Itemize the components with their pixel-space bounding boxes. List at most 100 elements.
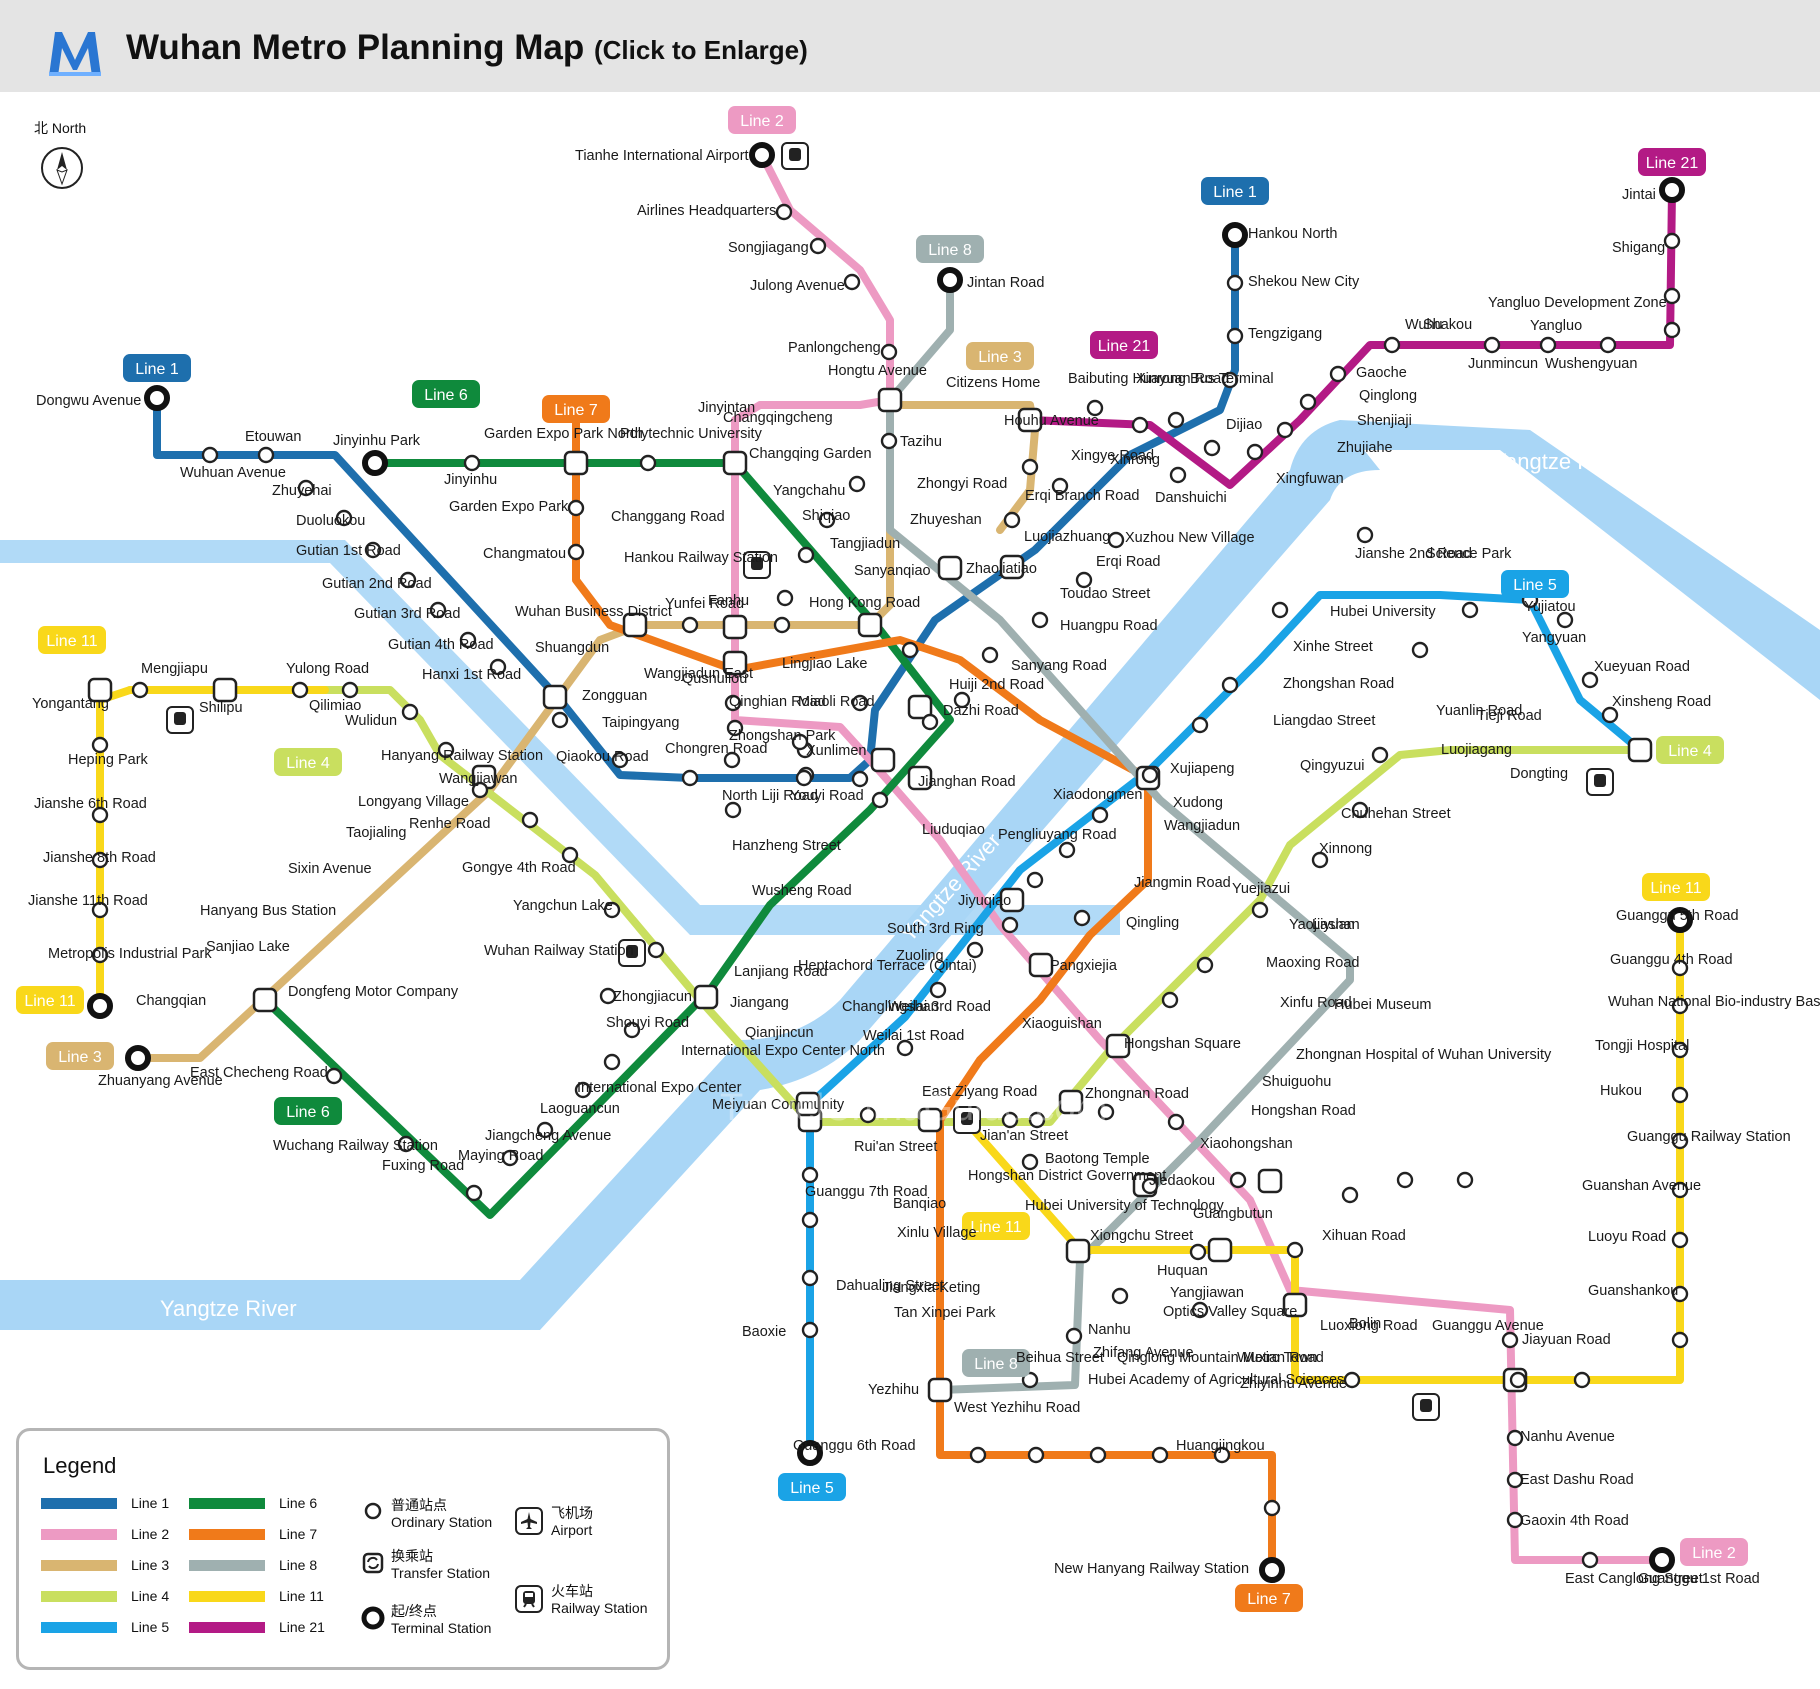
station-label[interactable]: Gaoxin 4th Road [1520, 1513, 1629, 1529]
station-label[interactable]: Hongshan Road [1251, 1103, 1356, 1119]
station-label[interactable]: Shuangdun [535, 640, 609, 656]
ordinary-station[interactable] [981, 646, 999, 664]
station-label[interactable]: Nanhu Avenue [1520, 1429, 1615, 1445]
ordinary-station[interactable] [901, 641, 919, 659]
station-label[interactable]: Guanggu 4th Road [1610, 952, 1733, 968]
station-label[interactable]: Hanzheng Street [732, 838, 841, 854]
station-label[interactable]: Chongren Road [665, 741, 767, 757]
ordinary-station[interactable] [1026, 871, 1044, 889]
ordinary-station[interactable] [1263, 1499, 1281, 1517]
station-label[interactable]: Gaoche [1356, 365, 1407, 381]
ordinary-station[interactable] [1501, 1331, 1519, 1349]
ordinary-station[interactable] [1151, 1446, 1169, 1464]
transfer-station[interactable] [1282, 1292, 1308, 1318]
station-label[interactable]: Shigang [1612, 240, 1665, 256]
station-label[interactable]: Xujiapeng [1170, 761, 1235, 777]
ordinary-station[interactable] [1601, 706, 1619, 724]
station-label[interactable]: Guanggu Avenue [1432, 1318, 1544, 1334]
station-label[interactable]: Pangxiejia [1050, 958, 1118, 974]
ordinary-station[interactable] [797, 546, 815, 564]
station-label[interactable]: Hong Kong Road [809, 595, 920, 611]
station-label[interactable]: Changqing Garden [749, 446, 872, 462]
station-label[interactable]: Dongfeng Motor Company [288, 984, 459, 1000]
line-badge[interactable]: Line 11 [1642, 873, 1710, 901]
station-label[interactable]: Yangchahu [773, 483, 845, 499]
station-label[interactable]: Qinglong [1359, 388, 1417, 404]
station-label[interactable]: Wuhan National Bio-industry Base (Biolak… [1608, 994, 1820, 1010]
station-label[interactable]: Changmatou [483, 546, 566, 562]
line-badge[interactable]: Line 2 [1680, 1538, 1748, 1566]
station-label[interactable]: Beihua Street [1016, 1350, 1104, 1366]
railway-station-icon[interactable] [1412, 1393, 1440, 1421]
ordinary-station[interactable] [801, 1211, 819, 1229]
terminal-station[interactable] [749, 142, 775, 168]
station-label[interactable]: Hongtu Avenue [828, 363, 927, 379]
station-label[interactable]: Xiaoguishan [1022, 1016, 1102, 1032]
station-label[interactable]: Sanyanqiao [854, 563, 931, 579]
station-label[interactable]: Sixin Avenue [288, 861, 372, 877]
station-label[interactable]: Mengjiapu [141, 661, 208, 677]
transfer-station[interactable] [87, 677, 113, 703]
station-label[interactable]: Hukou [1600, 1083, 1642, 1099]
ordinary-station[interactable] [1246, 443, 1264, 461]
ordinary-station[interactable] [465, 1184, 483, 1202]
station-label[interactable]: Hankou Railway Station [624, 550, 778, 566]
transfer-station[interactable] [542, 684, 568, 710]
station-label[interactable]: Gutian 3rd Road [354, 606, 460, 622]
ordinary-station[interactable] [603, 901, 621, 919]
station-label[interactable]: Tianhe International Airport [575, 148, 749, 164]
station-label[interactable]: Shakou [1423, 317, 1472, 333]
ordinary-station[interactable] [599, 987, 617, 1005]
transfer-station[interactable] [252, 987, 278, 1013]
terminal-station[interactable] [797, 1440, 823, 1466]
ordinary-station[interactable] [91, 851, 109, 869]
transfer-station[interactable] [722, 450, 748, 476]
ordinary-station[interactable] [1221, 676, 1239, 694]
transfer-station[interactable] [795, 1091, 821, 1117]
station-label[interactable]: Wuxian Road [1237, 1350, 1324, 1366]
ordinary-station[interactable] [1196, 956, 1214, 974]
station-label[interactable]: Pengliuyang Road [998, 827, 1117, 843]
ordinary-station[interactable] [1226, 327, 1244, 345]
station-label[interactable]: Zhongshan Park [729, 728, 836, 744]
station-label[interactable]: Dijiao [1226, 417, 1262, 433]
ordinary-station[interactable] [1097, 1103, 1115, 1121]
station-label[interactable]: Hanyang Bus Station [200, 903, 336, 919]
station-label[interactable]: Xiaohongshan [1200, 1136, 1293, 1152]
station-label[interactable]: Qianjincun [745, 1025, 814, 1041]
station-label[interactable]: Yongantang [32, 696, 109, 712]
ordinary-station[interactable] [1167, 411, 1185, 429]
transfer-station[interactable] [927, 1377, 953, 1403]
line-badge[interactable]: Line 21 [1638, 148, 1706, 176]
ordinary-station[interactable] [1671, 1132, 1689, 1150]
transfer-station[interactable] [937, 555, 963, 581]
station-label[interactable]: Wuhuan Avenue [180, 465, 286, 481]
ordinary-station[interactable] [1141, 1177, 1159, 1195]
station-label[interactable]: Maying Road [458, 1148, 543, 1164]
station-label[interactable]: Luoyu Road [1588, 1229, 1666, 1245]
ordinary-station[interactable] [1483, 336, 1501, 354]
station-label[interactable]: Changqingcheng [723, 410, 833, 426]
terminal-station[interactable] [1667, 907, 1693, 933]
station-label[interactable]: Luoxiong Road [1320, 1318, 1418, 1334]
ordinary-station[interactable] [726, 719, 744, 737]
station-label[interactable]: Yangyuan [1522, 630, 1586, 646]
line11-east-path[interactable] [961, 916, 1684, 1384]
transfer-station[interactable] [1065, 1238, 1091, 1264]
station-label[interactable]: Jianghan Road [918, 774, 1016, 790]
ordinary-station[interactable] [880, 343, 898, 361]
transfer-station[interactable] [722, 614, 748, 640]
station-label[interactable]: Bolin [1349, 1316, 1381, 1332]
station-label[interactable]: Luojiagang [1441, 742, 1512, 758]
terminal-station[interactable] [937, 267, 963, 293]
station-label[interactable]: Yuanlin Road [1436, 703, 1522, 719]
station-label[interactable]: Jiangcheng Avenue [485, 1128, 611, 1144]
station-label[interactable]: Zuoling [896, 948, 944, 964]
station-label[interactable]: Shenjiaji [1357, 413, 1412, 429]
ordinary-station[interactable] [521, 811, 539, 829]
station-label[interactable]: Erqi Branch Road [1025, 488, 1139, 504]
ordinary-station[interactable] [1028, 1111, 1046, 1129]
station-label[interactable]: Wuhan Business District [515, 604, 672, 620]
station-label[interactable]: Chuhehan Street [1341, 806, 1451, 822]
station-label[interactable]: Guanshan Avenue [1582, 1178, 1701, 1194]
